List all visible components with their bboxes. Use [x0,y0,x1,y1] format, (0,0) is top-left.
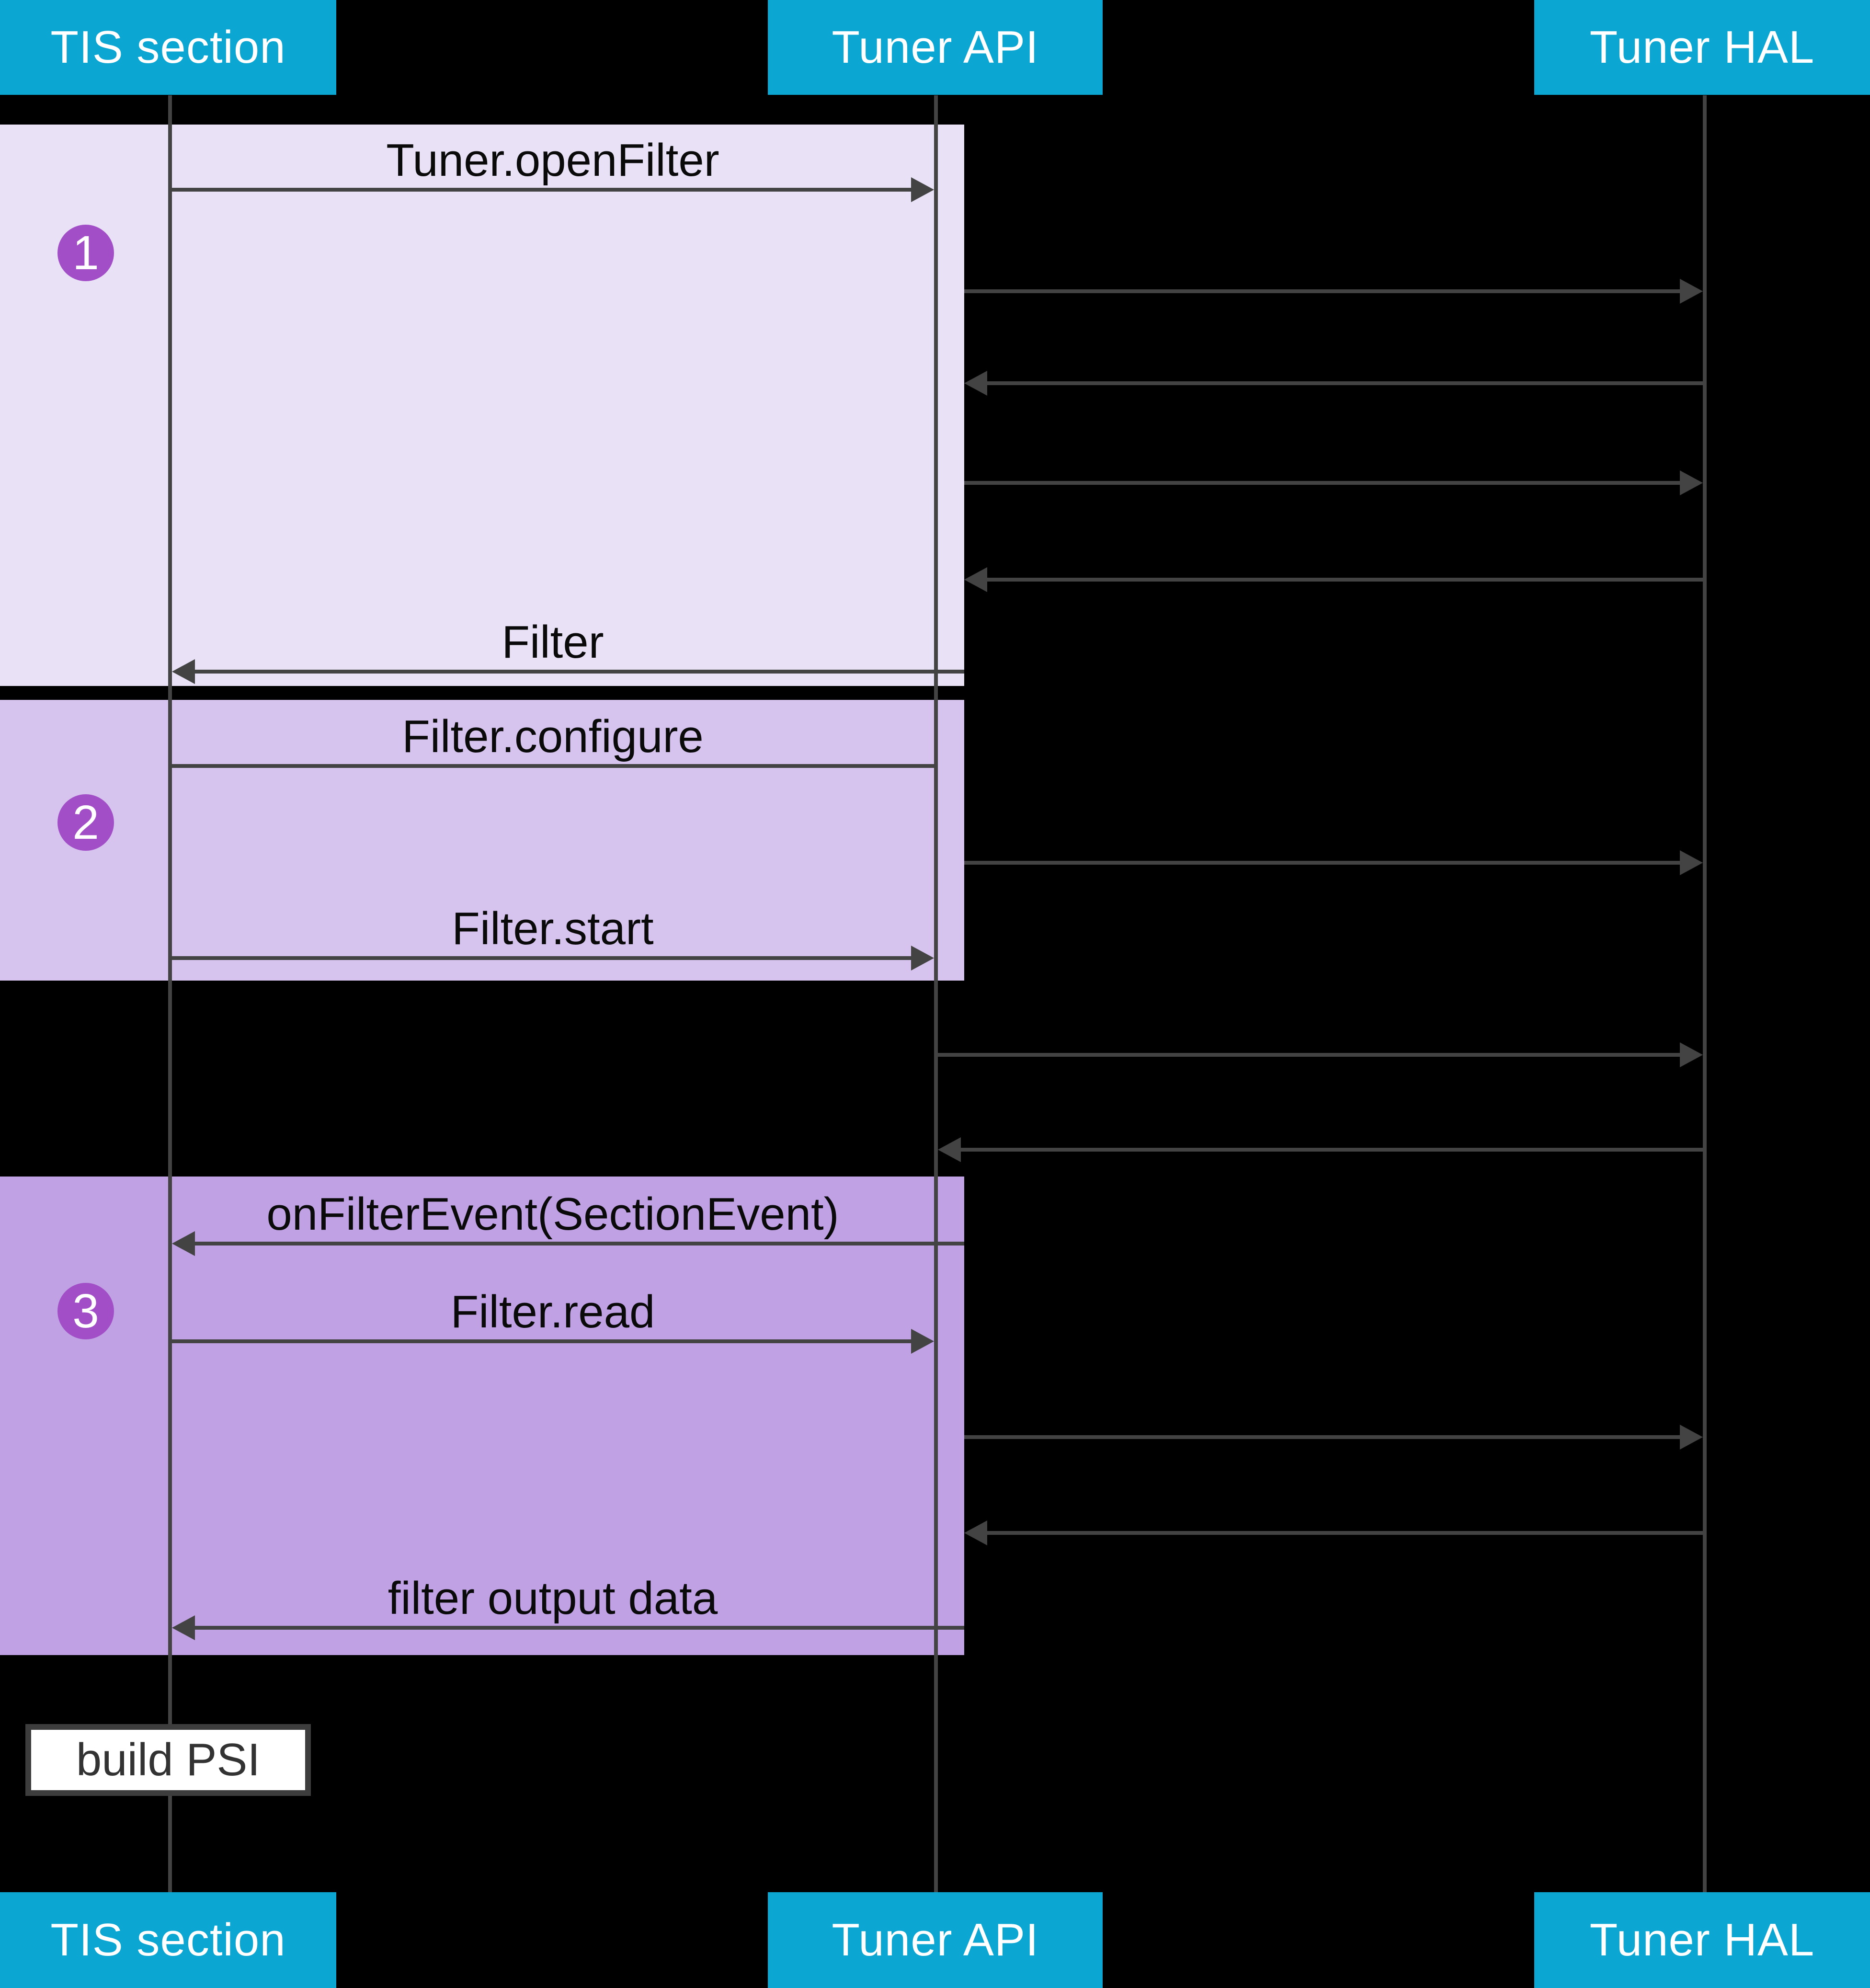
message-arrow-filter-configure [172,764,934,768]
message-arrow-api-to-hal [938,1053,1680,1057]
arrowhead-right-icon [911,1329,934,1354]
arrowhead-left-icon [964,567,987,592]
message-label-filter-return: Filter [502,617,604,668]
participant-label: Tuner HAL [1589,1914,1815,1965]
step-number: 1 [72,226,99,280]
step-circle-2: 2 [57,794,114,851]
message-arrow-api-to-hal [964,481,1680,485]
message-label-tuner-openfilter: Tuner.openFilter [386,135,719,186]
lifeline-tis-section [168,95,172,1892]
arrowhead-left-icon [938,1137,961,1162]
message-arrow-hal-to-api [987,578,1705,582]
step-circle-1: 1 [57,225,114,281]
participant-label: TIS section [50,1914,286,1965]
participant-label: Tuner HAL [1589,22,1815,73]
step1-band [0,125,964,686]
participant-header-tis-section: TIS section [0,0,336,95]
message-label-filter-output: filter output data [388,1573,718,1624]
message-label-filter-read: Filter.read [450,1286,655,1337]
participant-label: Tuner API [832,22,1039,73]
message-label-filter-start: Filter.start [452,903,654,954]
step-number: 2 [72,795,99,849]
step-circle-3: 3 [57,1283,114,1339]
message-arrow-tuner-openfilter [172,188,911,192]
message-arrow-filter-start [172,956,911,960]
message-arrow-on-filter-event [195,1242,964,1245]
arrowhead-left-icon [172,1615,195,1640]
arrowhead-left-icon [172,1231,195,1256]
message-label-filter-configure: Filter.configure [402,711,704,762]
arrowhead-right-icon [1680,850,1703,875]
participant-footer-tuner-hal: Tuner HAL [1534,1892,1870,1988]
message-arrow-api-to-hal [964,861,1680,865]
participant-label: Tuner API [832,1914,1039,1965]
lifeline-tuner-api [934,95,938,1892]
message-arrow-hal-to-api [987,1531,1705,1535]
step2-band [0,700,964,981]
step3-band [0,1177,964,1655]
participant-footer-tis-section: TIS section [0,1892,336,1988]
step-number: 3 [72,1284,99,1338]
message-arrow-hal-to-api [987,381,1705,385]
message-arrow-api-to-hal [964,289,1680,293]
arrowhead-right-icon [1680,470,1703,495]
message-arrow-api-to-hal [964,1435,1680,1439]
arrowhead-right-icon [911,946,934,971]
participant-header-tuner-hal: Tuner HAL [1534,0,1870,95]
message-arrow-hal-to-api [961,1148,1705,1152]
message-arrow-filter-return [195,670,964,674]
note-build-psi: build PSI [25,1724,311,1796]
participant-label: TIS section [50,22,286,73]
lifeline-tuner-hal [1703,95,1707,1892]
message-arrow-filter-read [172,1339,911,1343]
arrowhead-left-icon [964,371,987,396]
message-label-on-filter-event: onFilterEvent(SectionEvent) [266,1188,839,1240]
participant-header-tuner-api: Tuner API [768,0,1103,95]
participant-footer-tuner-api: Tuner API [768,1892,1103,1988]
arrowhead-right-icon [1680,1425,1703,1450]
arrowhead-right-icon [1680,279,1703,304]
arrowhead-right-icon [1680,1042,1703,1067]
arrowhead-left-icon [964,1520,987,1545]
note-label: build PSI [76,1734,261,1785]
message-arrow-filter-output [195,1626,964,1630]
arrowhead-left-icon [172,659,195,684]
arrowhead-right-icon [911,177,934,202]
